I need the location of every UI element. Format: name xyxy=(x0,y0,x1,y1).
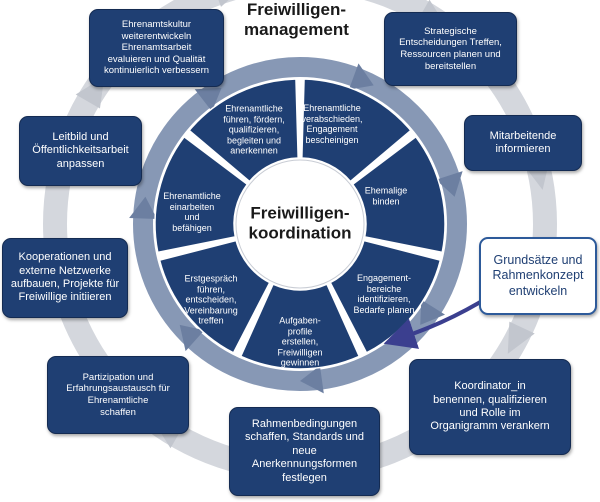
segment-label-engagementbereiche: Engagement- bereiche identifizieren, Bed… xyxy=(353,272,415,315)
segment-label-aufgabenprofile: Aufgaben- profile erstellen, Freiwillige… xyxy=(277,315,323,368)
outer-ring-arrow-2 xyxy=(507,321,535,354)
box-grundsaetze-rahmenkonzept: Grundsätze und Rahmenkonzept entwickeln xyxy=(479,237,597,315)
segment-label-ehemalige: Ehemalige binden xyxy=(364,185,408,206)
box-kooperationen: Kooperationen und externe Netzwerke aufb… xyxy=(2,238,128,318)
inner-ring-arrow-0 xyxy=(348,63,374,90)
inner-ring-arrow-4 xyxy=(179,324,205,352)
box-koordinator-benennen: Koordinator_in benennen, qualifizieren u… xyxy=(409,359,571,455)
segment-3 xyxy=(239,283,361,370)
segment-6 xyxy=(188,78,299,183)
inner-ring-arrow-2 xyxy=(420,299,446,325)
segment-label-verabschieden: Ehrenamtliche verabschieden, Engagement … xyxy=(301,102,363,145)
segment-0 xyxy=(301,78,412,183)
outer-ring-arrow-7 xyxy=(218,0,229,7)
center-title: Freiwilligen- koordination xyxy=(248,203,352,243)
segment-label-einarbeiten: Ehrenamtliche einarbeiten und befähigen xyxy=(163,190,221,233)
box-mitarbeitende-informieren: Mitarbeitende informieren xyxy=(464,115,582,171)
inner-ring-arrow-6 xyxy=(194,88,222,112)
segment-label-fuehren: Ehrenamtliche führen, fördern, qualifizi… xyxy=(223,103,285,156)
inner-ring-arrow-1 xyxy=(436,171,463,197)
segment-1 xyxy=(351,135,446,254)
inner-ring xyxy=(129,57,467,394)
box-ehrenamtskultur: Ehrenamtskultur weiterentwickeln Ehrenam… xyxy=(89,9,224,87)
segment-5 xyxy=(154,135,249,254)
outer-title: Freiwilligen- management xyxy=(244,0,349,40)
box-partizipation: Partizipation und Erfahrungsaustausch fü… xyxy=(47,356,189,434)
segment-label-erstgespraech: Erstgespräch führen, entscheiden, Verein… xyxy=(184,273,238,326)
segment-4 xyxy=(158,239,271,354)
box-rahmenbedingungen: Rahmenbedingungen schaffen, Standards un… xyxy=(229,407,380,496)
inner-ring-arrow-5 xyxy=(129,196,158,220)
inner-ring-arrow-3 xyxy=(300,365,324,394)
center-circle xyxy=(235,159,365,289)
segment-2 xyxy=(329,239,442,354)
box-strategische-entscheidungen: Strategische Entscheidungen Treffen, Res… xyxy=(384,12,517,86)
inner-segments xyxy=(154,78,446,370)
box-leitbild: Leitbild und Öffentlichkeitsarbeit anpas… xyxy=(19,116,142,186)
